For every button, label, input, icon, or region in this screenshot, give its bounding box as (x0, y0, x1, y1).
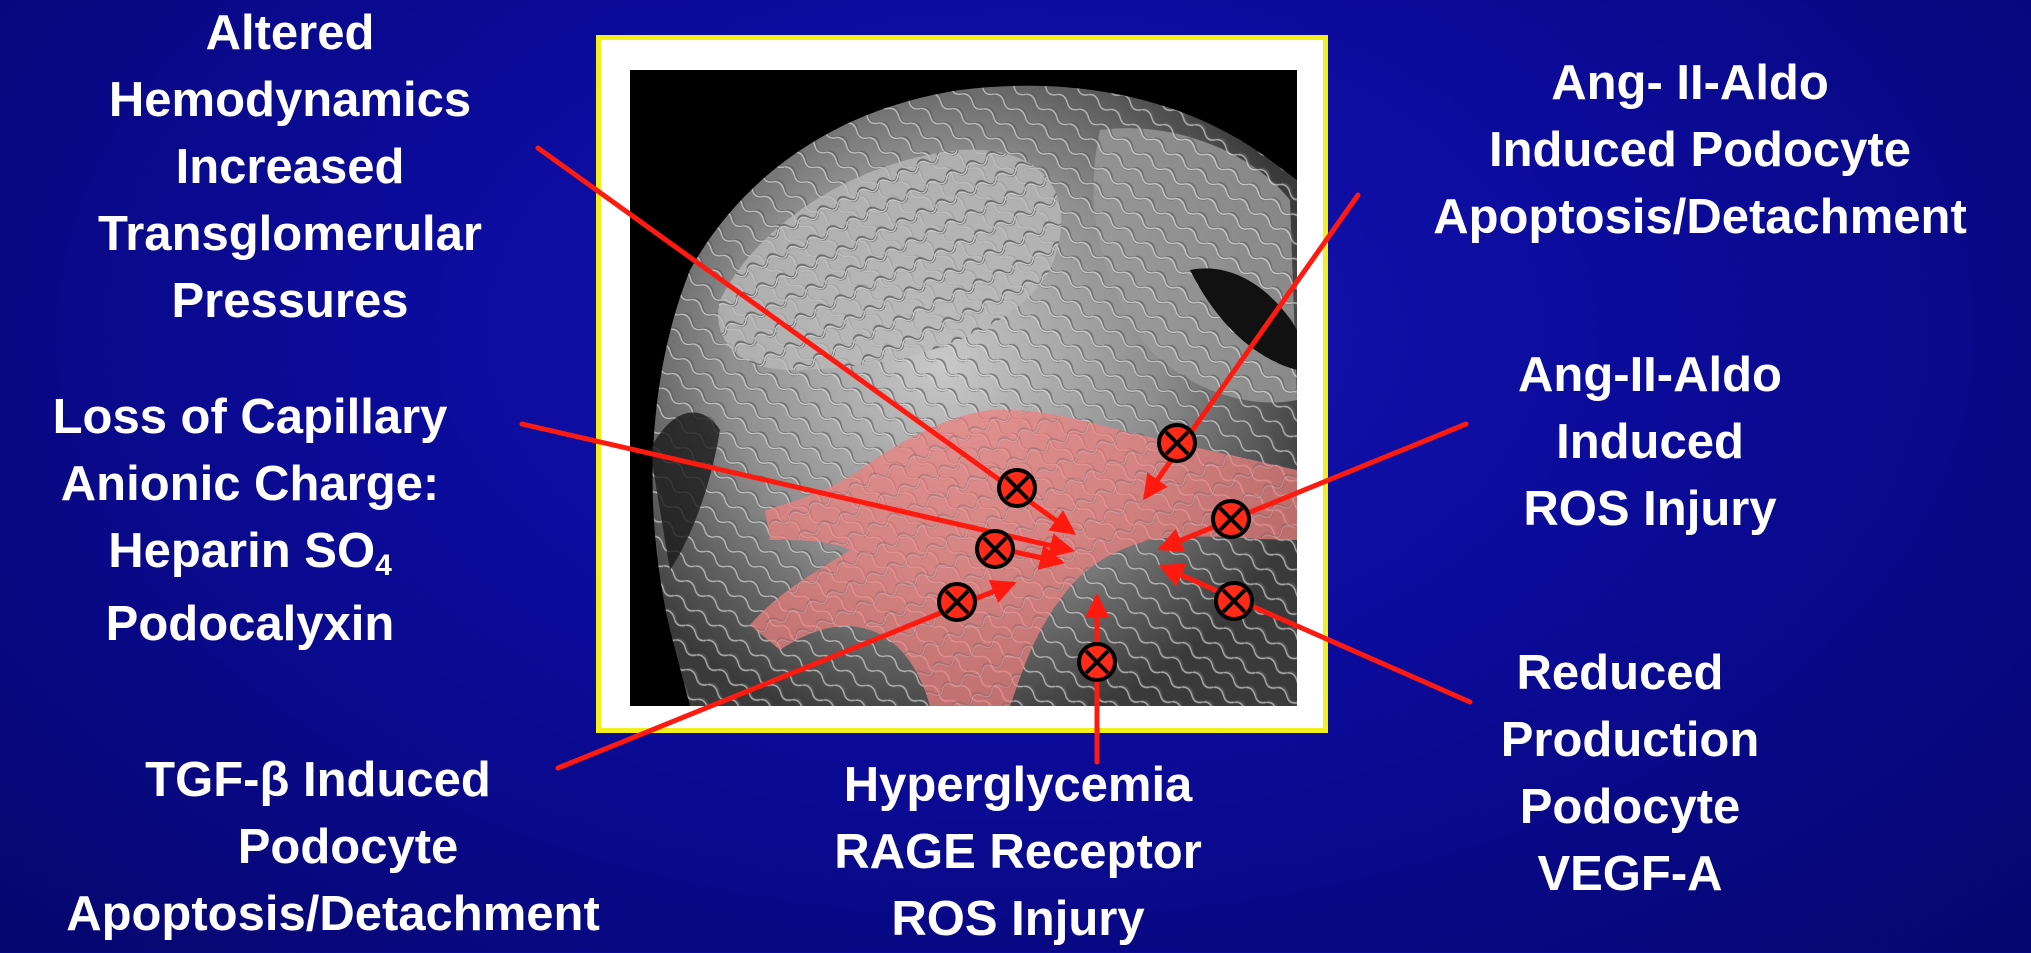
label-line: Induced (1420, 409, 1880, 476)
glomerulus-micrograph (630, 70, 1297, 706)
label-line: Hyperglycemia (758, 752, 1278, 819)
label-line: Hemodynamics (60, 67, 520, 134)
label-ang-ros: Ang-II-Aldo Induced ROS Injury (1420, 342, 1880, 543)
label-line: Anionic Charge: (10, 451, 490, 518)
heparin-text: Heparin SO (108, 524, 375, 578)
label-ang-apoptosis: Ang- II-Aldo Induced Podocyte Apoptosis/… (1390, 50, 2010, 251)
label-hyperglycemia: Hyperglycemia RAGE Receptor ROS Injury (758, 752, 1278, 953)
label-line: Apoptosis/Detachment (18, 881, 648, 948)
label-line: Ang-II-Aldo (1420, 342, 1880, 409)
label-reduced-vegf: Reduced Production Podocyte VEGF-A (1400, 640, 1860, 908)
label-line: Podocalyxin (10, 591, 490, 658)
label-line: Reduced (1380, 640, 1860, 707)
label-line: Production (1400, 707, 1860, 774)
label-line: TGF-β Induced (0, 747, 648, 814)
label-line: Transglomerular (60, 201, 520, 268)
label-line: Increased (60, 134, 520, 201)
label-line: RAGE Receptor (758, 819, 1278, 886)
label-line: Podocyte (1400, 774, 1860, 841)
micrograph-image (630, 70, 1297, 706)
label-line: VEGF-A (1400, 841, 1860, 908)
label-line-heparin: Heparin SO4 (10, 518, 490, 591)
label-line: Loss of Capillary (10, 384, 490, 451)
label-line: Apoptosis/Detachment (1390, 184, 2010, 251)
label-loss-capillary-charge: Loss of Capillary Anionic Charge: Hepari… (10, 384, 490, 658)
label-line: Altered (60, 0, 520, 67)
label-line: Ang- II-Aldo (1370, 50, 2010, 117)
label-altered-hemodynamics: Altered Hemodynamics Increased Transglom… (60, 0, 520, 335)
label-tgf-beta: TGF-β Induced Podocyte Apoptosis/Detachm… (18, 747, 648, 948)
label-line: Induced Podocyte (1390, 117, 2010, 184)
label-line: ROS Injury (1420, 476, 1880, 543)
label-line: ROS Injury (758, 886, 1278, 953)
subscript-4: 4 (375, 549, 392, 582)
label-line: Pressures (60, 268, 520, 335)
label-line: Podocyte (48, 814, 648, 881)
